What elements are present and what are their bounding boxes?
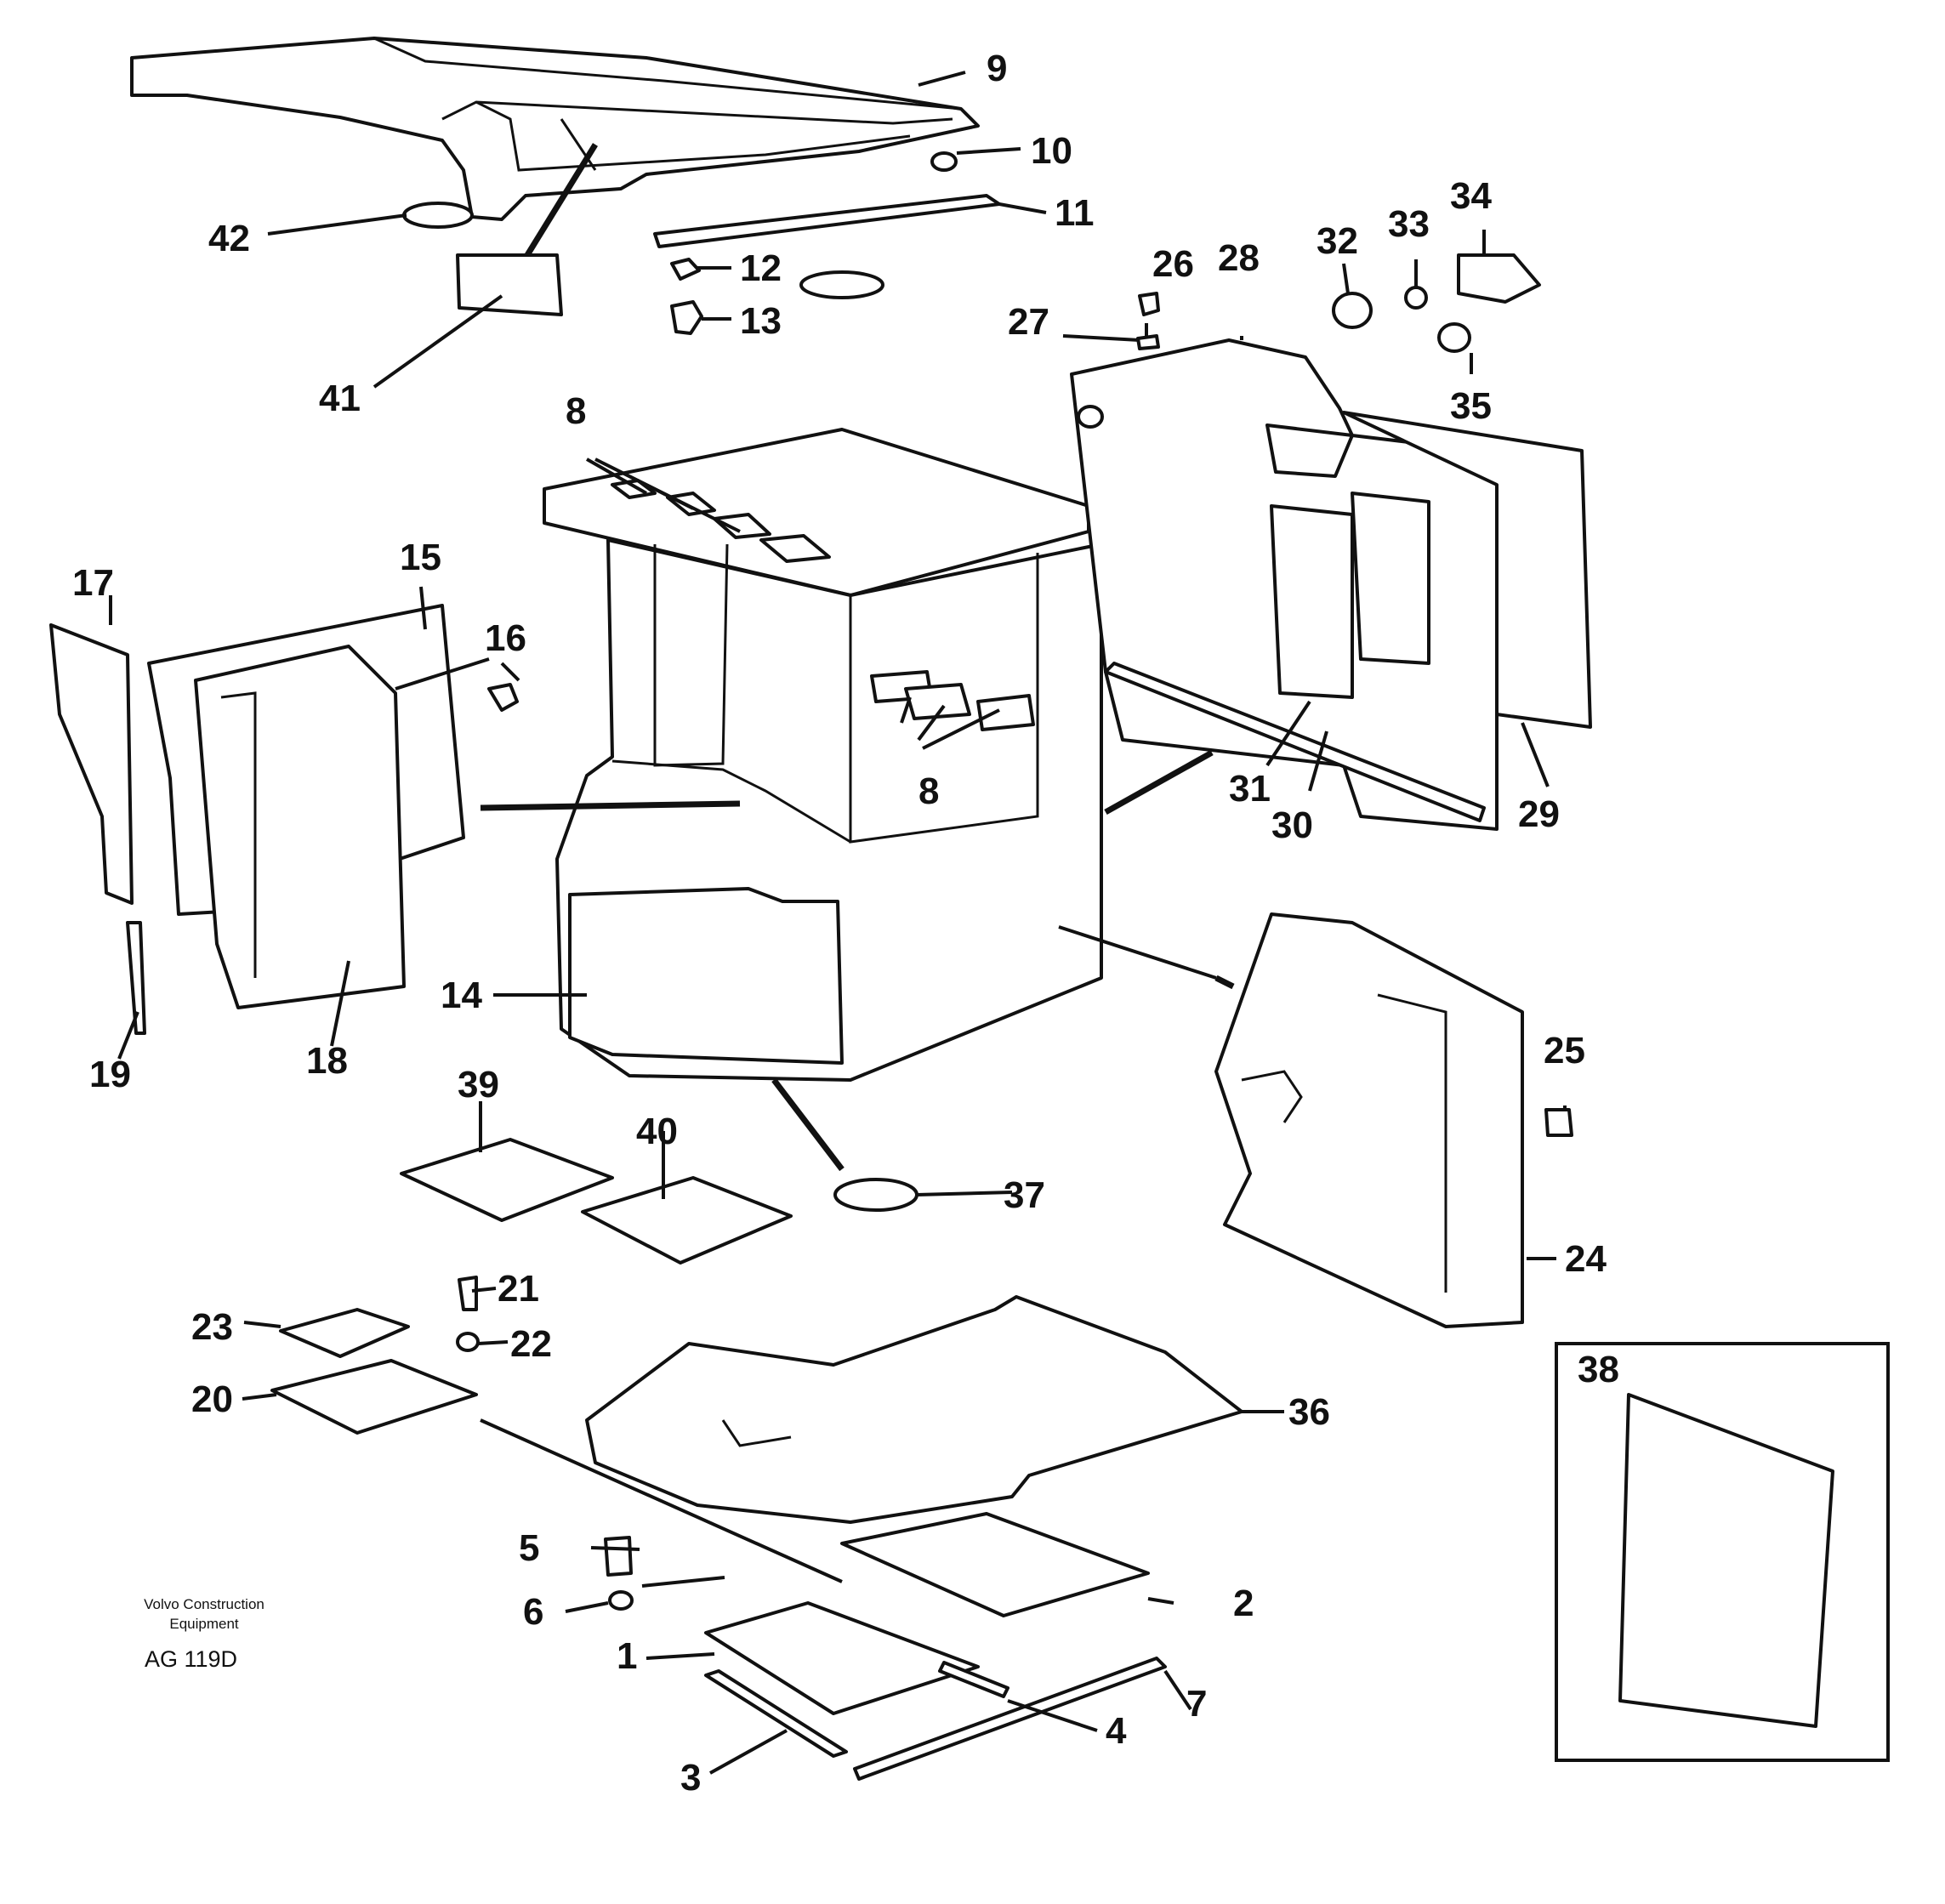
part-1-plate [704,1601,980,1715]
part-2-plate [840,1512,1150,1617]
label-4: 4 [1106,1710,1127,1752]
label-13: 13 [740,300,782,342]
part-16-screw [487,683,519,712]
part-13-nut [670,300,703,335]
leader-lines [109,71,1567,1775]
part-18-cover [194,645,406,1009]
part-5-bolt [604,1536,633,1577]
part-41-panel [456,253,563,316]
part-31-filter-cover [1270,504,1354,699]
part-10-clip [930,151,958,172]
label-15: 15 [400,537,441,578]
credit-line-2: Equipment [169,1616,239,1632]
cab-body [543,428,1103,1082]
label-26: 26 [1152,243,1194,285]
part-34-bracket [1457,253,1541,304]
part-42-lamp-lens [402,202,474,229]
label-37: 37 [1004,1174,1045,1216]
label-27: 27 [1008,301,1049,343]
part-6-washer [608,1590,634,1611]
part-3-strip [704,1669,848,1758]
part-39-plate [400,1138,614,1222]
label-30: 30 [1271,804,1313,846]
label-8-top: 8 [566,390,586,432]
credit-line-1: Volvo Construction [144,1596,264,1612]
label-10: 10 [1031,130,1072,172]
part-21-screw [458,1276,478,1311]
label-33: 33 [1388,203,1430,245]
label-38: 38 [1578,1349,1619,1390]
label-18: 18 [306,1040,348,1082]
label-7: 7 [1186,1683,1207,1725]
label-11: 11 [1055,192,1095,234]
part-9-roof-liner [130,37,980,221]
label-17: 17 [72,562,114,604]
part-33-washer [1404,286,1428,310]
label-40: 40 [636,1111,678,1152]
figure-code: AG 119D [145,1646,237,1672]
part-32-knob [1332,292,1373,329]
part-26-bolt [1138,292,1160,316]
part-27-washer [1136,334,1160,350]
part-36-floor-mat [585,1295,1243,1524]
label-19: 19 [89,1054,131,1095]
part-17-side-trim [49,623,134,905]
label-31: 31 [1229,768,1271,810]
label-1: 1 [617,1635,637,1677]
label-3: 3 [680,1757,701,1799]
part-22-washer [456,1332,480,1352]
part-24-side-panel [1214,912,1524,1328]
label-6: 6 [523,1591,543,1633]
label-21: 21 [498,1268,539,1310]
part-38-inset-box [1555,1342,1890,1762]
label-2: 2 [1233,1583,1254,1624]
part-20-plate [270,1359,478,1435]
label-20: 20 [191,1378,233,1420]
label-12: 12 [740,247,782,289]
label-24: 24 [1565,1238,1607,1280]
label-35: 35 [1450,385,1492,427]
part-12-washer [670,258,701,281]
lamp-lens-right [799,270,884,299]
part-40-plate [581,1176,793,1265]
part-4-strip [938,1661,1009,1698]
part-11-strip [653,194,1001,248]
part-37-cap [833,1178,918,1212]
part-19-strip [126,921,146,1035]
part-30-rod [1104,662,1486,822]
label-39: 39 [458,1064,499,1105]
label-28: 28 [1218,237,1260,279]
label-14: 14 [441,975,482,1016]
label-25: 25 [1544,1030,1585,1071]
label-41: 41 [319,378,361,419]
part-25-clip [1544,1108,1573,1137]
label-29: 29 [1518,793,1560,835]
label-8-mid: 8 [918,770,939,812]
label-5: 5 [519,1527,539,1569]
label-34: 34 [1450,175,1492,217]
part-29-panel [1342,411,1592,729]
label-36: 36 [1288,1391,1330,1433]
label-23: 23 [191,1306,233,1348]
callout-labels: 9 10 11 12 13 42 41 8 8 26 27 28 32 33 3… [72,48,1619,1799]
part-23-button-panel [279,1308,410,1358]
label-22: 22 [510,1323,552,1365]
label-16: 16 [485,617,526,659]
label-32: 32 [1317,220,1358,262]
part-7-strip [853,1657,1167,1781]
label-42: 42 [208,218,250,259]
credit-block: Volvo Construction Equipment AG 119D [144,1596,264,1672]
part-35-bulb [1437,322,1471,353]
label-9: 9 [987,48,1007,89]
